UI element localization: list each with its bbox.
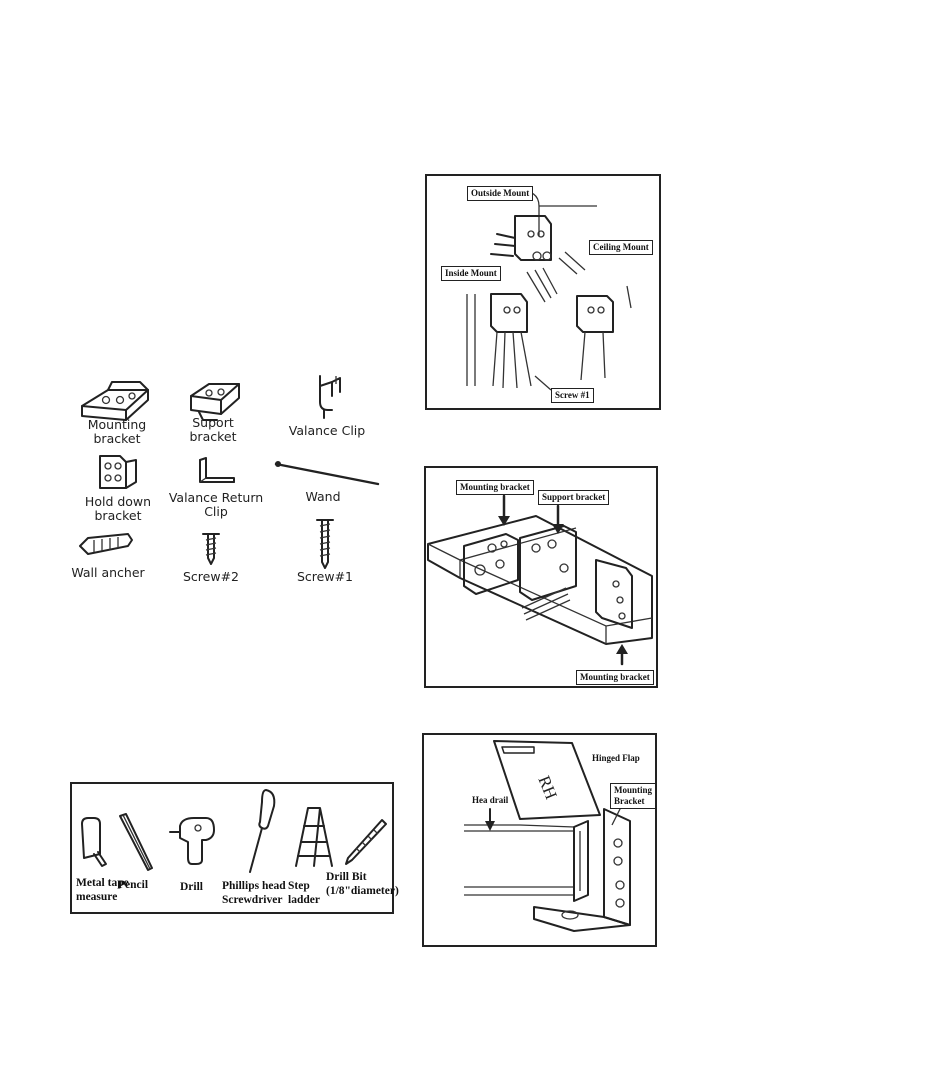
tools-box: Metal tape measure Pencil Drill Phillips…: [70, 782, 399, 914]
hold-down-bracket-icon: [99, 455, 137, 489]
tool-label-step-ladder: Step ladder: [288, 880, 320, 906]
part-label-wall-anchor: Wall ancher: [71, 565, 145, 580]
tool-label-pencil: Pencil: [118, 879, 149, 891]
valance-return-clip-icon: [199, 457, 235, 483]
callout-ceiling-mount: Ceiling Mount: [589, 240, 653, 255]
tape-measure-icon: [81, 817, 107, 867]
callout-support-bracket: Support bracket: [538, 490, 610, 505]
head-rail-diagram: RH Hinged Flap Hea drail Mounting Bracke…: [422, 733, 657, 947]
support-bracket-icon: [190, 383, 240, 421]
tool-label-drill: Drill: [180, 881, 203, 893]
callout-hinged-flap: Hinged Flap: [592, 753, 640, 763]
drill-icon: [169, 817, 215, 865]
callout-mounting-bracket-top: Mounting bracket: [456, 480, 534, 495]
part-label-wand: Wand: [305, 489, 341, 504]
screw-2-icon: [202, 533, 220, 565]
step-ladder-icon: [295, 807, 333, 867]
tool-label-tape-measure: Metal tape measure: [76, 877, 129, 903]
wand-icon: [274, 461, 380, 486]
callout-mounting-bracket-bottom: Mounting bracket: [576, 670, 654, 685]
bracket-install-diagram: Mounting bracket Support bracket Mountin…: [424, 466, 658, 688]
callout-inside-mount: Inside Mount: [441, 266, 501, 281]
part-label-support-bracket: Suport bracket: [189, 415, 237, 444]
tool-label-drill-bit: Drill Bit (1/8"diameter): [326, 871, 399, 897]
head-rail-drawing: [464, 740, 631, 932]
mounting-bracket-icon: [81, 381, 149, 421]
tool-label-screwdriver: Phillips head Screwdriver: [222, 880, 286, 906]
part-label-valance-clip: Valance Clip: [288, 423, 366, 438]
callout-screw: Screw #1: [551, 388, 594, 403]
drill-bit-icon: [345, 819, 387, 865]
part-label-hold-down-bracket: Hold down bracket: [84, 494, 152, 523]
part-label-screw-1: Screw#1: [296, 569, 353, 584]
mount-types-drawing: [466, 189, 632, 391]
part-label-valance-return-clip: Valance Return Clip: [168, 490, 264, 519]
callout-head-rail: Hea drail: [472, 795, 509, 805]
part-label-mounting-bracket: Mounting bracket: [87, 417, 147, 446]
callout-mounting-bracket: Mounting Bracket: [610, 783, 657, 809]
bracket-install-drawing: [427, 494, 653, 666]
pencil-icon: [119, 813, 153, 871]
wall-anchor-icon: [79, 533, 133, 555]
screw-1-icon: [316, 519, 334, 569]
part-label-screw-2: Screw#2: [182, 569, 239, 584]
hardware-parts-section: Mounting bracket Suport bracket Valance …: [60, 360, 400, 590]
valance-clip-icon: [319, 375, 341, 419]
screwdriver-icon: [249, 789, 276, 873]
callout-outside-mount: Outside Mount: [467, 186, 534, 201]
mount-types-diagram: Outside Mount Ceiling Mount Inside Mount…: [425, 174, 661, 410]
